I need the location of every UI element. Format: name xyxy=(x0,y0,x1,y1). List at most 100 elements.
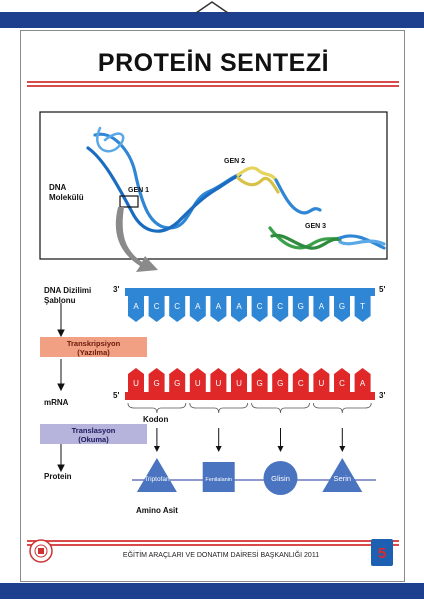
codon-arrowhead xyxy=(153,446,160,452)
template-base-letter: C xyxy=(154,302,160,311)
mrna-base: G xyxy=(272,368,289,392)
dna-molecule-panel xyxy=(39,111,388,260)
amino-acid-shape: Serin xyxy=(322,458,363,492)
mrna-base: U xyxy=(231,368,247,392)
codon-arrowhead xyxy=(339,446,346,452)
codon-arrowhead xyxy=(215,446,222,452)
template-base-letter: A xyxy=(319,302,325,311)
mrna-5prime: 5' xyxy=(113,391,120,400)
title-underline-2 xyxy=(27,85,399,87)
mrna-base-letter: G xyxy=(153,379,159,388)
footer-line xyxy=(27,540,399,542)
template-base-letter: G xyxy=(298,302,304,311)
template-base-letter: A xyxy=(133,302,139,311)
template-base: A xyxy=(231,296,247,322)
template-base-letter: C xyxy=(257,302,263,311)
template-base: G xyxy=(292,296,309,322)
protein-label: Protein xyxy=(44,472,72,481)
footer-text: EĞİTİM ARAÇLARI VE DONATIM DAİRESİ BAŞKA… xyxy=(122,552,320,559)
footer-line-2 xyxy=(27,544,399,546)
mrna-base: U xyxy=(128,368,144,392)
codon-brace xyxy=(251,402,310,414)
template-base-letter: A xyxy=(236,302,242,311)
template-base: A xyxy=(210,296,227,322)
template-base: A xyxy=(313,296,330,322)
template-base: C xyxy=(148,296,165,322)
codon-brace xyxy=(189,402,248,414)
amino-acid-name: Serin xyxy=(334,474,352,483)
template-base-letter: T xyxy=(360,302,365,311)
mrna-base-letter: G xyxy=(256,379,262,388)
template-base: C xyxy=(272,296,289,322)
template-5prime: 5' xyxy=(379,285,386,294)
template-base-letter: A xyxy=(216,302,222,311)
amino-acid-label: Amino Asit xyxy=(136,506,178,515)
gen3-label: GEN 3 xyxy=(305,223,327,230)
transcription-label: Transkripsiyon (Yazılma) xyxy=(66,339,121,357)
codon-arrowhead xyxy=(277,446,284,452)
amino-acid-shape: Triptofan xyxy=(136,458,177,492)
template-base-letter: C xyxy=(277,302,283,311)
mrna-base-letter: G xyxy=(277,379,283,388)
amino-acid-name: Fenilalanin xyxy=(205,477,232,483)
mrna-base-letter: U xyxy=(216,379,222,388)
template-base-letter: G xyxy=(339,302,345,311)
dna-molecule-label: DNA Molekülü xyxy=(49,183,84,202)
amino-acids: Triptofan Fenilalanin Glisin Serin xyxy=(136,458,363,495)
mrna-base: G xyxy=(251,368,268,392)
codon-brace xyxy=(127,402,187,414)
flow-arrows xyxy=(57,303,65,473)
page-title: PROTEİN SENTEZİ xyxy=(97,49,330,77)
mrna-base: C xyxy=(292,368,309,392)
mrna-label: mRNA xyxy=(44,398,69,407)
amino-acid-shape: Fenilalanin xyxy=(202,462,235,492)
amino-acid-shape: Glisin xyxy=(263,461,298,495)
template-base: A xyxy=(128,296,144,322)
hanger-rail-top xyxy=(0,12,424,28)
mrna-base-letter: U xyxy=(319,379,325,388)
mrna-base: G xyxy=(169,368,186,392)
template-3prime: 3' xyxy=(113,285,120,294)
mrna-base: U xyxy=(313,368,330,392)
mrna-base-letter: C xyxy=(298,379,304,388)
translation-box xyxy=(40,424,147,444)
template-base: C xyxy=(169,296,186,322)
template-base: T xyxy=(354,296,371,322)
mrna-base-letter: A xyxy=(360,379,366,388)
gen1-label: GEN 1 xyxy=(128,187,150,194)
mrna-base-letter: C xyxy=(339,379,345,388)
mrna-base-letter: U xyxy=(133,379,139,388)
codon-label: Kodon xyxy=(143,415,169,424)
hanger-rail-bottom xyxy=(0,583,424,599)
transcription-box xyxy=(40,337,147,357)
meb-logo xyxy=(29,539,53,563)
dna-template-backbone xyxy=(125,288,375,296)
gen1-locator-box xyxy=(119,195,139,208)
amino-acid-name: Glisin xyxy=(271,474,290,483)
template-base: G xyxy=(334,296,350,322)
mrna-3prime: 3' xyxy=(379,391,386,400)
mrna-base: G xyxy=(148,368,165,392)
gen2-label: GEN 2 xyxy=(224,158,246,165)
title-underline xyxy=(27,81,399,83)
dna-helix xyxy=(86,126,386,250)
mrna-base-letter: G xyxy=(174,379,180,388)
mrna-base-letter: U xyxy=(195,379,201,388)
mrna-base: C xyxy=(334,368,350,392)
ministry-logo: 5 xyxy=(371,539,393,566)
template-base-letter: A xyxy=(195,302,201,311)
mrna-base: U xyxy=(189,368,206,392)
mrna-base-letter: U xyxy=(236,379,242,388)
codon-braces xyxy=(127,402,372,452)
svg-text:5: 5 xyxy=(378,545,386,562)
zoom-arrow xyxy=(115,207,158,272)
codon-brace xyxy=(313,402,372,414)
mrna-base: U xyxy=(210,368,227,392)
mrna-base: A xyxy=(354,368,371,392)
template-label: DNA Dizilimi Şablonu xyxy=(44,286,92,305)
amino-acid-name: Triptofan xyxy=(144,476,170,483)
template-base-letter: C xyxy=(174,302,180,311)
